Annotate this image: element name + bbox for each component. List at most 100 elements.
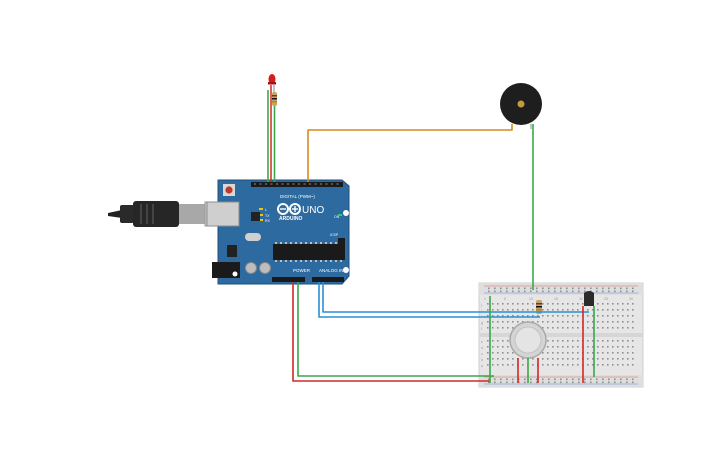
breadboard-hole xyxy=(547,303,549,305)
breadboard-hole xyxy=(548,287,550,290)
breadboard-hole xyxy=(632,346,634,348)
breadboard-hole xyxy=(627,327,629,329)
breadboard-hole xyxy=(572,315,574,317)
temperature-sensor[interactable] xyxy=(584,291,594,306)
breadboard-hole xyxy=(502,309,504,311)
breadboard-hole xyxy=(562,327,564,329)
breadboard-hole xyxy=(622,303,624,305)
breadboard-hole xyxy=(587,309,589,311)
breadboard-hole xyxy=(622,309,624,311)
breadboard-hole xyxy=(548,381,550,384)
bb-row-i: i xyxy=(481,309,482,313)
breadboard-hole xyxy=(488,290,490,293)
breadboard-hole xyxy=(547,358,549,360)
breadboard-hole xyxy=(566,381,568,384)
breadboard-hole xyxy=(552,340,554,342)
breadboard-hole xyxy=(518,287,520,290)
piezo-buzzer[interactable] xyxy=(500,83,542,129)
capacitor-2 xyxy=(259,262,271,274)
breadboard-hole xyxy=(536,378,538,381)
breadboard-hole xyxy=(488,381,490,384)
breadboard-hole xyxy=(488,287,490,290)
header-pin xyxy=(309,183,311,185)
breadboard-hole xyxy=(620,290,622,293)
breadboard-hole xyxy=(552,358,554,360)
breadboard-hole xyxy=(622,315,624,317)
chip-pin xyxy=(310,260,312,262)
breadboard-hole xyxy=(502,303,504,305)
breadboard-hole xyxy=(492,346,494,348)
breadboard-hole xyxy=(572,358,574,360)
breadboard-hole xyxy=(572,309,574,311)
breadboard-hole xyxy=(502,327,504,329)
breadboard-hole xyxy=(627,303,629,305)
breadboard-hole xyxy=(607,321,609,323)
bb-row-f: f xyxy=(481,327,482,331)
wire-green-gnd xyxy=(297,282,494,377)
breadboard-hole xyxy=(632,309,634,311)
breadboard-hole xyxy=(567,358,569,360)
breadboard-hole xyxy=(548,290,550,293)
breadboard-hole xyxy=(572,303,574,305)
breadboard-hole xyxy=(537,315,539,317)
breadboard-hole xyxy=(612,303,614,305)
breadboard-hole xyxy=(592,352,594,354)
breadboard-resistor[interactable] xyxy=(536,300,542,314)
breadboard-hole xyxy=(492,340,494,342)
breadboard-hole xyxy=(572,287,574,290)
breadboard-hole xyxy=(492,327,494,329)
bb-row-e: e xyxy=(481,340,483,344)
breadboard-hole xyxy=(597,358,599,360)
atmega-chip xyxy=(273,244,345,260)
arduino-uno-board[interactable]: DIGITAL (PWM~) POWER ANALOG IN UNO ARDUI… xyxy=(206,179,350,285)
breadboard-hole xyxy=(597,321,599,323)
breadboard-hole xyxy=(587,327,589,329)
board-model: UNO xyxy=(302,205,324,216)
breadboard-hole xyxy=(542,321,544,323)
breadboard-hole xyxy=(612,340,614,342)
chip-pin xyxy=(315,242,317,244)
breadboard-hole xyxy=(592,358,594,360)
breadboard-hole xyxy=(614,287,616,290)
bb-row-g: g xyxy=(481,321,483,325)
gas-sensor[interactable] xyxy=(509,321,547,359)
breadboard-hole xyxy=(617,340,619,342)
breadboard-hole xyxy=(552,346,554,348)
breadboard-hole xyxy=(617,346,619,348)
breadboard-hole xyxy=(622,346,624,348)
breadboard-hole xyxy=(530,287,532,290)
breadboard-hole xyxy=(614,378,616,381)
header-pin xyxy=(287,183,289,185)
breadboard-hole xyxy=(577,303,579,305)
breadboard-hole xyxy=(502,358,504,360)
breadboard-hole xyxy=(532,358,534,360)
breadboard-hole xyxy=(502,321,504,323)
chip-pin xyxy=(275,260,277,262)
breadboard-hole xyxy=(492,364,494,366)
breadboard-hole xyxy=(577,340,579,342)
breadboard-hole xyxy=(494,290,496,293)
breadboard-hole xyxy=(518,290,520,293)
breadboard-hole xyxy=(627,340,629,342)
red-led[interactable] xyxy=(268,74,276,182)
breadboard-hole xyxy=(622,352,624,354)
breadboard-hole xyxy=(527,303,529,305)
breadboard-hole xyxy=(530,378,532,381)
breadboard-hole xyxy=(632,290,634,293)
breadboard-hole xyxy=(517,315,519,317)
chip-pin xyxy=(335,260,337,262)
breadboard-hole xyxy=(500,290,502,293)
breadboard-hole xyxy=(572,340,574,342)
breadboard[interactable] xyxy=(478,282,644,388)
breadboard-hole xyxy=(597,309,599,311)
breadboard-hole xyxy=(587,352,589,354)
breadboard-hole xyxy=(562,321,564,323)
breadboard-hole xyxy=(557,352,559,354)
breadboard-hole xyxy=(602,346,604,348)
breadboard-hole xyxy=(497,309,499,311)
bb-col-30: 30 xyxy=(629,297,633,301)
led-resistor[interactable] xyxy=(272,92,277,106)
breadboard-hole xyxy=(497,303,499,305)
breadboard-hole xyxy=(566,287,568,290)
